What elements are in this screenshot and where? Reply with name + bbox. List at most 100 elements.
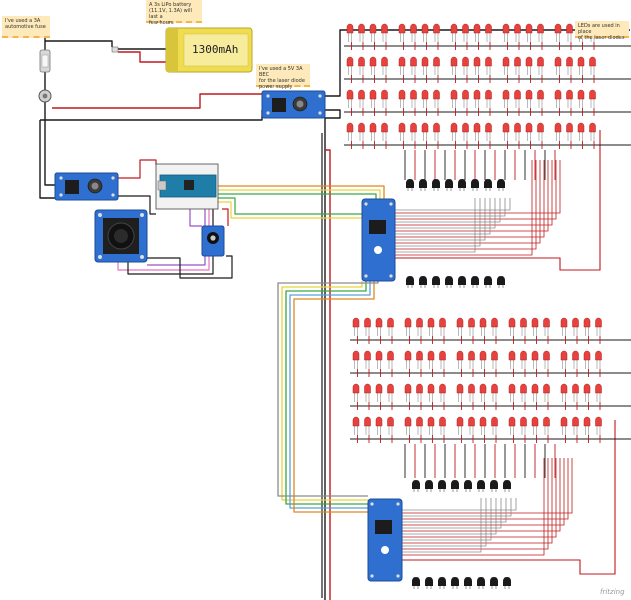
wire-fuse-bec bbox=[44, 102, 55, 186]
rotary-encoder bbox=[201, 225, 225, 257]
led bbox=[427, 317, 435, 328]
led bbox=[520, 317, 527, 328]
led bbox=[439, 350, 446, 361]
driver-power bbox=[395, 160, 545, 238]
led bbox=[502, 56, 510, 67]
led bbox=[479, 383, 487, 394]
transistor bbox=[451, 480, 459, 489]
led bbox=[543, 350, 550, 361]
wire-bus-down-3 bbox=[289, 281, 371, 509]
led bbox=[543, 416, 550, 427]
transistor bbox=[425, 480, 433, 489]
transistor bbox=[477, 480, 485, 489]
pwm-driver-bottom bbox=[367, 498, 403, 582]
led-matrix-bottom bbox=[350, 317, 631, 443]
led bbox=[416, 350, 423, 361]
wire-i2c-vcc bbox=[218, 185, 385, 199]
led bbox=[485, 122, 492, 133]
wire-enc-sig bbox=[189, 209, 202, 227]
led bbox=[473, 122, 481, 133]
led bbox=[502, 23, 510, 34]
driver-signal bbox=[402, 498, 482, 553]
led bbox=[543, 317, 550, 328]
wire-bus-down-4 bbox=[293, 281, 375, 513]
fuse-holder bbox=[38, 49, 52, 103]
led bbox=[525, 89, 533, 100]
transistor bbox=[471, 179, 479, 188]
led bbox=[427, 350, 435, 361]
note-bec-line: power supply bbox=[259, 84, 293, 90]
led bbox=[387, 416, 394, 427]
led bbox=[387, 317, 394, 328]
note-battery: A 3s LiPo battery (11.1V, 1.3A) will las… bbox=[146, 0, 202, 26]
led bbox=[589, 122, 596, 133]
led bbox=[439, 416, 446, 427]
led bbox=[381, 89, 388, 100]
led bbox=[525, 23, 533, 34]
driver-signal bbox=[402, 498, 502, 529]
note-battery-line: (11.1V, 1.3A) will last a bbox=[149, 8, 192, 20]
led bbox=[560, 317, 568, 328]
led bbox=[404, 350, 412, 361]
note-bec-line: for the laser diode bbox=[259, 78, 305, 84]
led bbox=[410, 89, 417, 100]
led bbox=[583, 317, 591, 328]
led bbox=[508, 350, 516, 361]
led bbox=[572, 416, 579, 427]
led bbox=[537, 23, 544, 34]
wire-bus-down-2 bbox=[285, 281, 368, 505]
battery-capacity-label: 1300mAh bbox=[192, 43, 239, 56]
wire-bus-down-5 bbox=[277, 281, 379, 497]
led bbox=[514, 56, 521, 67]
led bbox=[502, 89, 510, 100]
note-battery-line: few hours bbox=[149, 20, 174, 26]
led bbox=[531, 317, 539, 328]
led bbox=[491, 350, 498, 361]
led bbox=[346, 122, 354, 133]
led bbox=[404, 383, 412, 394]
led bbox=[456, 416, 464, 427]
led bbox=[439, 317, 446, 328]
driver-signal bbox=[395, 198, 476, 253]
transistor bbox=[438, 480, 446, 489]
led bbox=[456, 383, 464, 394]
led bbox=[375, 350, 383, 361]
led bbox=[514, 23, 521, 34]
led bbox=[398, 23, 406, 34]
led bbox=[358, 23, 365, 34]
led bbox=[479, 350, 487, 361]
led bbox=[485, 56, 492, 67]
bec-regulator-laser bbox=[261, 90, 326, 119]
led bbox=[358, 56, 365, 67]
wire-logic-gnd bbox=[118, 195, 156, 215]
led bbox=[531, 350, 539, 361]
note-leds: LEDs are used in place of the laser diod… bbox=[575, 21, 629, 41]
wire-power-bus bbox=[325, 149, 331, 600]
led bbox=[554, 89, 562, 100]
led bbox=[479, 416, 487, 427]
led bbox=[381, 56, 388, 67]
led bbox=[375, 317, 383, 328]
led bbox=[369, 56, 377, 67]
wire-enc-gnd bbox=[147, 255, 233, 279]
led bbox=[433, 89, 440, 100]
driver-signal bbox=[395, 198, 481, 247]
transistor bbox=[490, 577, 498, 586]
led bbox=[577, 89, 585, 100]
transistor bbox=[445, 276, 453, 285]
led bbox=[462, 89, 469, 100]
led bbox=[595, 350, 602, 361]
driver-power bbox=[395, 160, 557, 220]
driver-signal bbox=[402, 498, 497, 535]
led bbox=[554, 122, 562, 133]
driver-signal bbox=[402, 498, 507, 523]
led bbox=[369, 89, 377, 100]
led bbox=[416, 383, 423, 394]
led bbox=[577, 122, 585, 133]
led bbox=[583, 383, 591, 394]
led bbox=[508, 416, 516, 427]
led bbox=[514, 89, 521, 100]
driver-power bbox=[395, 160, 541, 244]
led bbox=[566, 23, 573, 34]
led bbox=[433, 23, 440, 34]
